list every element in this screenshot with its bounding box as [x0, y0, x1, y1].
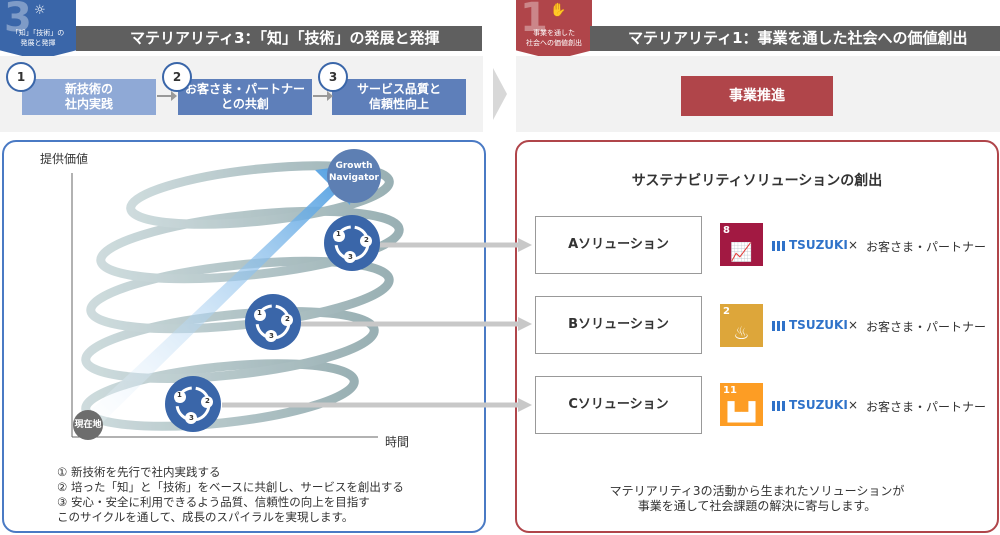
description-line: ② 培った「知」と「技術」をベースに共創し、サービスを創出する — [57, 480, 404, 494]
cycle-number: 3 — [348, 253, 353, 261]
tsuzuki-logo: TSUZUKI — [772, 398, 848, 416]
lightbulb-icon: ☼ — [34, 3, 46, 18]
x-axis-label: 時間 — [385, 435, 410, 449]
step-box-2: お客さま・パートナー との共創 — [178, 79, 312, 115]
step-arrow — [313, 91, 333, 101]
badge-number: 1 — [520, 0, 548, 41]
materiality-3-badge: 3 ☼ 「知」「技術」の 発展と発揮 — [0, 0, 76, 60]
times-sign: × — [848, 398, 859, 412]
right-header-title: マテリアリティ1：事業を通した社会への価値創出 — [590, 26, 1000, 51]
description-line: このサイクルを通して、成長のスパイラルを実現します。 — [57, 510, 354, 524]
cycle-icon-bottom — [165, 376, 221, 432]
solution-b-box: Bソリューション — [535, 296, 702, 354]
current-position-marker — [73, 410, 103, 440]
partner-label: お客さま・パートナー — [866, 400, 987, 414]
hand-icon: ✋ — [550, 3, 567, 18]
times-sign: × — [848, 238, 859, 252]
step-number-3: 3 — [318, 62, 348, 92]
cycle-icon-middle — [245, 294, 301, 350]
solutions-title: サステナビリティソリューションの創出 — [631, 173, 883, 189]
cycle-number: 3 — [189, 414, 194, 422]
sdg-11-icon: 11 ▙▟ — [720, 383, 763, 426]
sdg-2-icon: 2 ♨ — [720, 304, 763, 347]
cycle-circle — [245, 294, 301, 350]
footer-line: 事業を通して社会課題の解決に寄与します。 — [637, 499, 877, 513]
cycle-number: 3 — [269, 332, 274, 340]
tsuzuki-mark-icon — [772, 320, 786, 331]
arrowhead — [518, 238, 532, 252]
food-bowl-icon: ♨ — [733, 323, 750, 344]
cycle-number: 1 — [177, 391, 182, 399]
times-sign: × — [848, 318, 859, 332]
badge-text: 事業を通した 社会への価値創出 — [526, 29, 582, 47]
sdg-8-icon: 8 📈 — [720, 223, 763, 266]
arrowhead — [518, 317, 532, 331]
solutions-panel — [515, 140, 999, 533]
cycle-description: ① 新技術を先行で社内実践する ② 培った「知」と「技術」をベースに共創し、サー… — [57, 465, 404, 525]
cycle-icon-top — [324, 215, 380, 271]
y-axis-label: 提供価値 — [40, 152, 89, 166]
cycle-number: 2 — [285, 315, 290, 323]
badge-number: 3 — [4, 0, 32, 41]
solution-c-box: Cソリューション — [535, 376, 702, 434]
tsuzuki-logo: TSUZUKI — [772, 238, 848, 256]
growth-chart-icon: 📈 — [730, 242, 753, 263]
solutions-footer: マテリアリティ3の活動から生まれたソリューションが 事業を通して社会課題の解決に… — [515, 484, 999, 514]
footer-line: マテリアリティ3の活動から生まれたソリューションが — [609, 484, 905, 498]
description-line: ③ 安心・安全に利用できるよう品質、信頼性の向上を目指す — [57, 495, 370, 509]
arrowhead — [518, 398, 532, 412]
left-header-title: マテリアリティ3：「知」「技術」の発展と発揮 — [76, 26, 482, 51]
growth-spiral-panel — [2, 140, 486, 533]
connector-arrows — [222, 242, 520, 408]
spiral-ring — [96, 206, 404, 284]
solution-a-box: Aソリューション — [535, 216, 702, 274]
cycle-number: 1 — [257, 309, 262, 317]
growth-arrow — [80, 165, 355, 430]
city-buildings-icon: ▙▟ — [727, 402, 756, 423]
spiral-ring — [126, 161, 394, 229]
step-box-1: 新技術の 社内実践 — [22, 79, 156, 115]
partner-label: お客さま・パートナー — [866, 320, 987, 334]
badge-text: 「知」「技術」の 発展と発揮 — [11, 29, 65, 47]
tsuzuki-mark-icon — [772, 400, 786, 411]
materiality-1-badge: 1 ✋ 事業を通した 社会への価値創出 — [516, 0, 592, 60]
cycle-number: 1 — [336, 230, 341, 238]
chevron-right-icon — [493, 68, 507, 120]
growth-navigator-marker — [327, 149, 381, 203]
tsuzuki-logo: TSUZUKI — [772, 318, 848, 336]
spiral-ring — [86, 256, 394, 334]
spiral-rings — [81, 161, 404, 431]
cycle-number: 2 — [205, 397, 210, 405]
step-number-2: 2 — [162, 62, 192, 92]
business-promotion-label: 事業推進 — [681, 76, 833, 116]
spiral-ring — [81, 307, 379, 383]
tsuzuki-mark-icon — [772, 240, 786, 251]
growth-navigator-label: Growth Navigator — [329, 161, 379, 183]
step-number-1: 1 — [6, 62, 36, 92]
current-position-label: 現在地 — [74, 420, 102, 430]
step-arrow — [157, 91, 177, 101]
step-box-3: サービス品質と 信頼性向上 — [332, 79, 466, 115]
spiral-ring — [81, 359, 359, 431]
description-line: ① 新技術を先行で社内実践する — [57, 465, 221, 479]
cycle-number: 2 — [364, 236, 369, 244]
cycle-circle — [165, 376, 221, 432]
cycle-circle — [324, 215, 380, 271]
partner-label: お客さま・パートナー — [866, 240, 987, 254]
